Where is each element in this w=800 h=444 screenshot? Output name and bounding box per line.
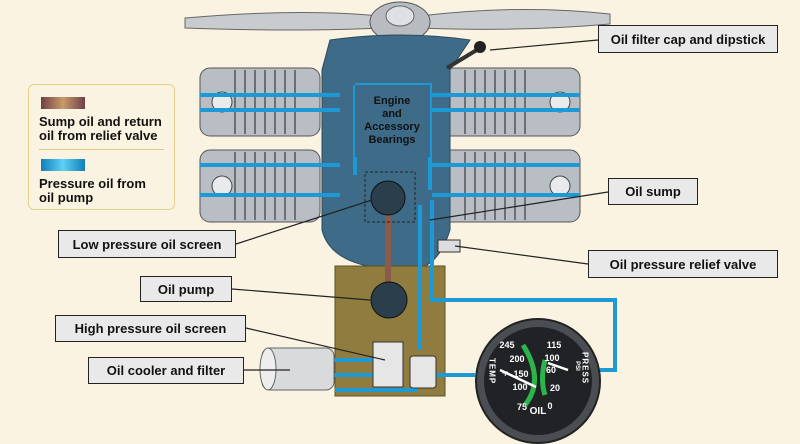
relief-valve-box xyxy=(409,355,437,389)
svg-text:°F: °F xyxy=(502,372,508,378)
callout-oil-filter-cap: Oil filter cap and dipstick xyxy=(598,25,778,53)
svg-text:PRESS: PRESS xyxy=(581,352,590,384)
high-pressure-screen xyxy=(372,341,404,388)
svg-text:Bearings: Bearings xyxy=(368,134,415,146)
pressure-oil-swatch xyxy=(41,159,85,171)
oil-cooler xyxy=(259,347,335,391)
low-pressure-screen xyxy=(370,180,406,216)
svg-text:Engine: Engine xyxy=(374,95,411,107)
legend: Sump oil and return oil from relief valv… xyxy=(28,84,175,210)
callout-leaders xyxy=(231,39,609,371)
svg-text:OIL: OIL xyxy=(530,406,547,417)
legend-divider xyxy=(39,149,164,150)
callout-oil-pump: Oil pump xyxy=(140,276,232,302)
svg-text:150: 150 xyxy=(513,369,528,379)
svg-text:75: 75 xyxy=(517,402,527,412)
callout-high-pressure-screen: High pressure oil screen xyxy=(55,315,246,342)
svg-text:200: 200 xyxy=(509,354,524,364)
svg-text:and: and xyxy=(382,108,402,120)
callout-relief-valve: Oil pressure relief valve xyxy=(588,250,778,278)
pressure-oil-legend-label: Pressure oil from oil pump xyxy=(39,176,146,205)
sump-oil-swatch xyxy=(41,97,85,109)
relief-valve xyxy=(437,239,461,253)
svg-text:0: 0 xyxy=(547,401,552,411)
svg-text:TEMP: TEMP xyxy=(488,358,497,384)
oil-filter-cap xyxy=(445,41,486,70)
svg-text:100: 100 xyxy=(512,382,527,392)
svg-text:PSI: PSI xyxy=(574,361,580,371)
pressure-oil-lines xyxy=(200,83,617,392)
svg-text:115: 115 xyxy=(547,340,562,350)
oil-pump xyxy=(370,281,408,319)
svg-text:20: 20 xyxy=(550,383,560,393)
svg-text:100: 100 xyxy=(544,353,559,363)
callout-oil-cooler: Oil cooler and filter xyxy=(88,357,244,384)
callout-low-pressure-screen: Low pressure oil screen xyxy=(58,230,236,258)
engine-bearings-label: Engine and Accessory Bearings xyxy=(364,95,421,146)
callout-oil-sump: Oil sump xyxy=(608,178,698,205)
oil-gauge: 245 200 150 100 75 115 100 60 20 0 OIL °… xyxy=(475,318,601,444)
sump-oil-legend-label: Sump oil and return oil from relief valv… xyxy=(39,114,162,143)
svg-text:60: 60 xyxy=(546,365,556,375)
svg-text:245: 245 xyxy=(499,340,514,350)
propeller xyxy=(184,1,611,43)
svg-text:Accessory: Accessory xyxy=(364,121,421,133)
